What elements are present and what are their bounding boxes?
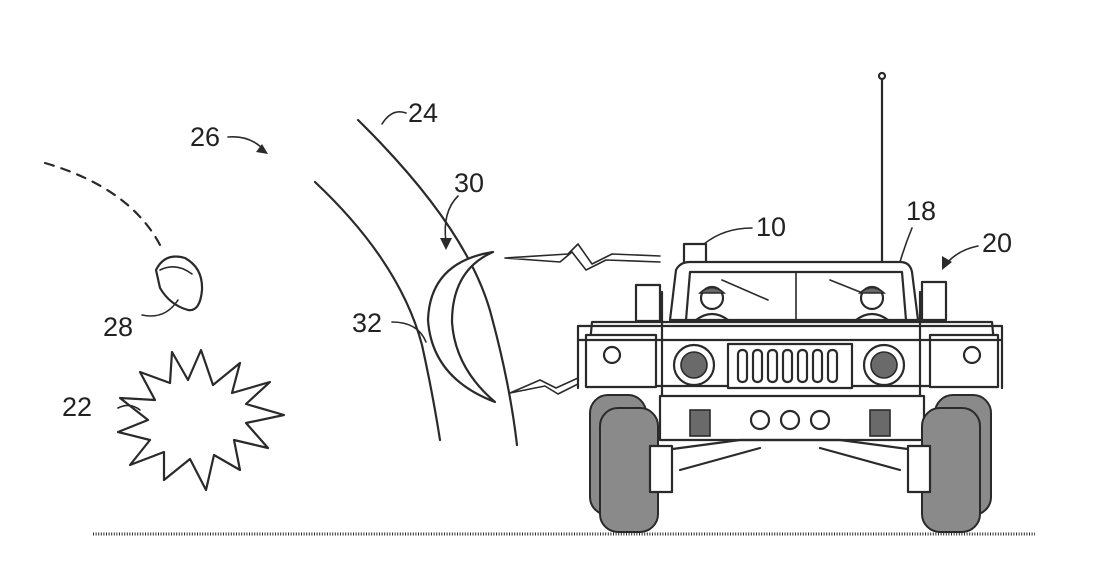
suspension [650, 440, 930, 470]
fender-right [930, 335, 998, 387]
grille [728, 344, 852, 388]
label-26: 26 [190, 122, 220, 152]
projectile-trajectory [45, 163, 160, 245]
leader-26 [228, 137, 264, 150]
label-10: 10 [756, 212, 786, 242]
label-32: 32 [352, 308, 382, 338]
shield-crescent [428, 252, 495, 402]
mirror-left [636, 285, 660, 321]
label-18: 18 [906, 196, 936, 226]
vehicle [578, 73, 1002, 532]
leader-18 [900, 228, 912, 262]
leader-24 [382, 112, 406, 124]
mirror-right [922, 282, 946, 320]
projectile-body [156, 257, 202, 311]
label-30: 30 [454, 168, 484, 198]
label-20: 20 [982, 228, 1012, 258]
label-24: 24 [408, 98, 438, 128]
label-28: 28 [103, 312, 133, 342]
leader-30 [445, 196, 458, 242]
projectile [45, 163, 202, 310]
fender-left [586, 335, 656, 387]
signal-bolt-upper [505, 244, 660, 270]
signal-bolt-lower [510, 378, 578, 394]
explosion-burst [118, 350, 284, 490]
label-22: 22 [62, 392, 92, 422]
leader-10 [704, 228, 752, 244]
